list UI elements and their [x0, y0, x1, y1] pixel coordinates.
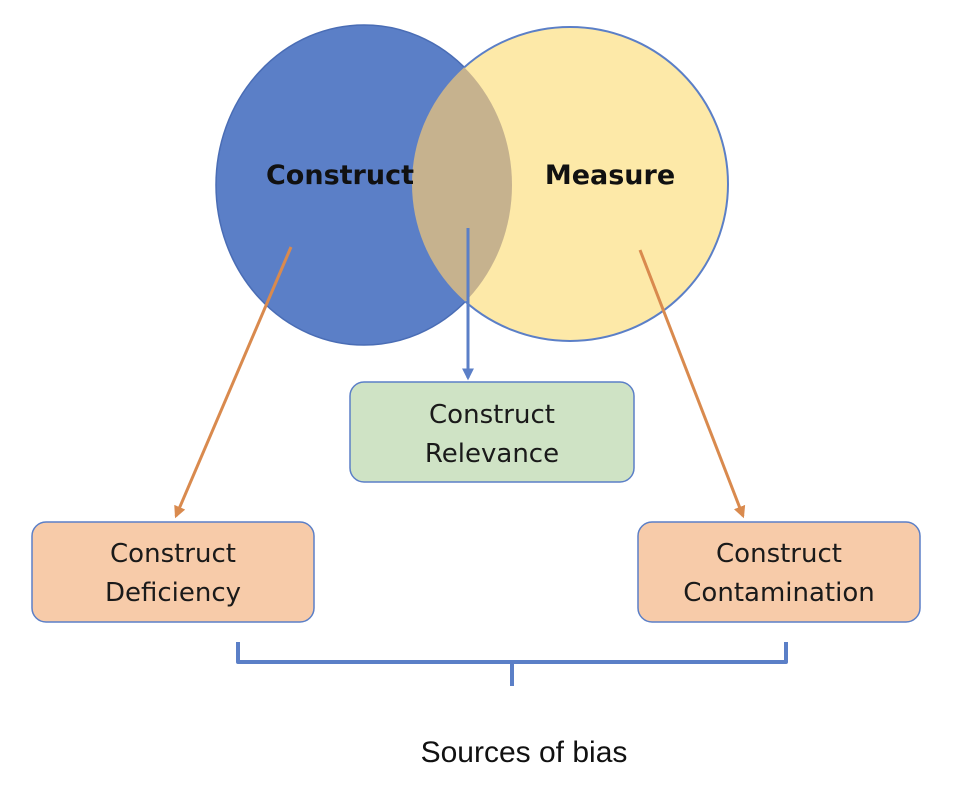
sources-bracket [236, 642, 788, 686]
deficiency-line2: Deficiency [105, 578, 241, 608]
arrow-to-contamination [638, 249, 746, 519]
relevance-box [349, 381, 635, 483]
measure-label: Measure [545, 160, 675, 191]
overlap-region [412, 27, 512, 341]
relevance-line2: Relevance [425, 439, 559, 469]
construct-label: Construct [266, 160, 414, 191]
contamination-line1: Construct [716, 539, 842, 569]
contamination-line2: Contamination [683, 578, 874, 608]
relevance-line1: Construct [429, 400, 555, 430]
deficiency-line1: Construct [110, 539, 236, 569]
arrow-to-deficiency [174, 246, 293, 519]
deficiency-box [31, 521, 315, 623]
sources-caption: Sources of bias [421, 736, 628, 769]
contamination-box [637, 521, 921, 623]
